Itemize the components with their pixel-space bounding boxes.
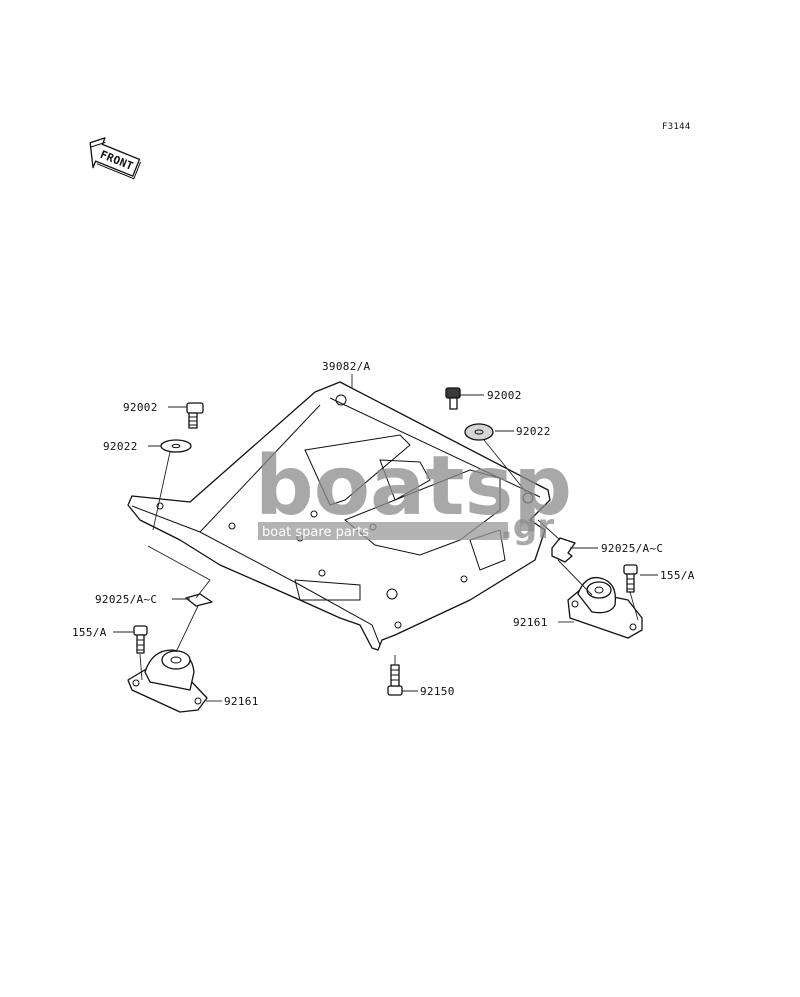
- bolt-icon: [387, 664, 403, 696]
- watermark-brand: boatsp: [255, 439, 572, 534]
- callout-bolt-bottom: 92150: [420, 685, 455, 698]
- engine-mount-icon: [127, 649, 208, 713]
- watermark-tagline: boat spare parts: [262, 525, 369, 540]
- watermark-domain: .gr: [500, 507, 554, 547]
- washer-icon: [464, 423, 494, 441]
- callout-bolt-right: 92002: [487, 389, 522, 402]
- callout-plate: 39082/A: [322, 360, 371, 373]
- bolt-icon: [186, 402, 204, 429]
- washer-icon: [160, 439, 192, 453]
- callout-bolt-left: 92002: [123, 401, 158, 414]
- bolt-icon: [133, 625, 148, 654]
- watermark-logo: boatsp boat spare parts .gr: [255, 439, 572, 547]
- bolt-icon: [445, 387, 461, 410]
- callout-washer-right: 92022: [516, 425, 551, 438]
- shim-icon: [185, 593, 213, 607]
- diagram-code: F3144: [662, 122, 691, 132]
- callout-washer-left: 92022: [103, 440, 138, 453]
- callout-mount-right: 92161: [513, 616, 548, 629]
- callout-bolt-155-right: 155/A: [660, 569, 695, 582]
- callout-shim-right: 92025/A~C: [601, 542, 663, 555]
- bolt-icon: [623, 564, 638, 593]
- callout-shim-left: 92025/A~C: [95, 593, 157, 606]
- callout-mount-left: 92161: [224, 695, 259, 708]
- front-arrow-icon: FRONT: [89, 137, 142, 180]
- leader-lines: [113, 374, 658, 702]
- callout-bolt-155-left: 155/A: [72, 626, 107, 639]
- shim-icon: [551, 537, 576, 563]
